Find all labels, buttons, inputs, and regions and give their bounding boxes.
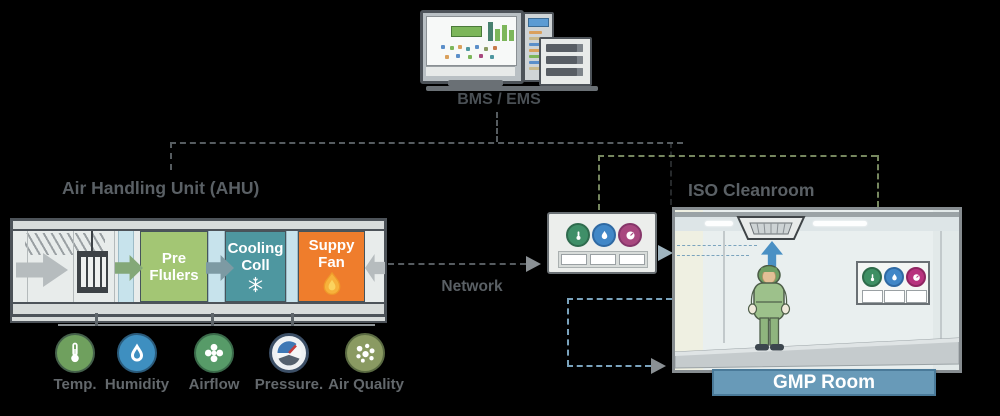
- fan-icon: [204, 343, 224, 363]
- return-air-arrow-icon: [365, 254, 385, 282]
- gauge-icon: [276, 340, 302, 366]
- green-drop-right: [877, 155, 879, 207]
- panel-readouts: [558, 251, 648, 268]
- wall-panel: [856, 261, 930, 305]
- network-line: [388, 263, 526, 265]
- operator-figure: [747, 265, 791, 351]
- cleanroom-title: ISO Cleanroom: [688, 180, 815, 200]
- hepa-diffuser-icon: [736, 216, 806, 240]
- stage-label: Pre: [161, 249, 187, 267]
- monitor-stand: [448, 80, 503, 86]
- thermometer-icon: [71, 342, 79, 363]
- sensor-temp: [55, 333, 95, 373]
- dashboard-widgets-icon: [441, 45, 445, 49]
- temp-indicator-icon: [566, 223, 590, 247]
- readout-display: [862, 290, 883, 303]
- stage-pre-filters: Pre Flulers: [140, 231, 208, 302]
- gmp-room-label: GMP Room: [772, 371, 876, 393]
- stage-label: Fan: [318, 254, 345, 271]
- sensor-label-air-quality: Air Quality: [328, 376, 404, 393]
- readout-display: [561, 254, 587, 265]
- humidity-indicator-icon: [592, 223, 616, 247]
- rack-server: [539, 37, 592, 86]
- tower-display: [528, 18, 549, 27]
- stage-label: Coll: [241, 257, 270, 274]
- readout-display: [590, 254, 616, 265]
- network-arrowhead-icon: [526, 256, 541, 272]
- damper-icon: [77, 251, 108, 293]
- sensor-airflow: [194, 333, 234, 373]
- readout-display: [619, 254, 645, 265]
- side-wall-left: [675, 210, 703, 370]
- bms-drop-connector: [496, 112, 498, 142]
- ahu-unit: Pre Flulers Cooling Coll Suppy Fan: [10, 218, 387, 315]
- panel-to-room-arrowhead-icon: [658, 245, 673, 261]
- mount-bracket: [95, 313, 98, 326]
- monitoring-panel: [547, 212, 657, 274]
- ahu-drop-connector: [170, 142, 172, 170]
- bms-bus-connector: [170, 142, 683, 144]
- sensor-label-pressure: Pressure.: [254, 376, 324, 393]
- ceiling-light: [705, 221, 733, 226]
- ahu-title: Air Handling Unit (AHU): [62, 178, 260, 198]
- sensor-humidity: [117, 333, 157, 373]
- stage-label: Flulers: [149, 266, 199, 284]
- flame-icon: [323, 272, 340, 295]
- ahu-mount-rail: [58, 324, 375, 326]
- monitor-screen: [426, 16, 517, 66]
- sensor-pressure: [269, 333, 309, 373]
- bar-chart-icon: [488, 21, 514, 41]
- monitor-base: [426, 86, 598, 91]
- damper-rod: [91, 231, 93, 253]
- ceiling-light: [813, 221, 867, 226]
- bms-label: BMS / EMS: [457, 91, 541, 108]
- stage-supply-fan: Suppy Fan: [298, 231, 365, 302]
- ahu-base-rail: [10, 315, 387, 323]
- readout-display: [884, 290, 905, 303]
- stage-label: Cooling: [227, 240, 284, 257]
- feedback-line-top: [567, 298, 672, 300]
- sensor-label-humidity: Humidity: [104, 376, 170, 393]
- sensor-air-quality: [345, 333, 385, 373]
- cleanroom-floor: [675, 337, 959, 369]
- pressure-indicator-icon: [906, 267, 926, 287]
- green-drop-left: [598, 155, 600, 210]
- pressure-indicator-icon: [618, 223, 642, 247]
- tower-leds-icon: [529, 31, 542, 34]
- sensor-label-temp: Temp.: [53, 376, 97, 393]
- cleanroom: [672, 207, 962, 373]
- wall-seam: [723, 231, 725, 343]
- temp-indicator-icon: [862, 267, 882, 287]
- supply-air-line: [677, 255, 749, 256]
- feedback-line-left: [567, 298, 569, 366]
- air-intake-louvers-icon: [25, 233, 105, 255]
- network-label: Network: [441, 278, 503, 295]
- stage-cooling-coil: Cooling Coll: [225, 231, 286, 302]
- mount-bracket: [211, 313, 214, 326]
- monitor: [420, 10, 524, 84]
- feedback-line-bottom: [567, 365, 651, 367]
- feedback-arrowhead-icon: [651, 358, 666, 374]
- readout-display: [906, 290, 927, 303]
- monitor-menubar: [426, 66, 515, 76]
- air-inlet-arrow-icon: [16, 253, 68, 287]
- mount-bracket: [291, 313, 294, 326]
- particles-icon: [356, 343, 375, 363]
- cleanroom-drop-connector: [670, 142, 672, 205]
- bms-workstation: [418, 6, 603, 111]
- ceiling-frame: [675, 212, 959, 217]
- droplet-icon: [131, 343, 143, 362]
- snowflake-icon: [248, 276, 263, 293]
- gmp-room-banner: GMP Room: [712, 369, 936, 396]
- wall-seam: [940, 231, 942, 347]
- sensor-label-airflow: Airflow: [188, 376, 240, 393]
- stage-label: Suppy: [308, 237, 355, 254]
- supply-air-line: [677, 245, 757, 246]
- lcd-readout: [451, 26, 482, 37]
- green-bus-connector: [598, 155, 877, 157]
- humidity-indicator-icon: [884, 267, 904, 287]
